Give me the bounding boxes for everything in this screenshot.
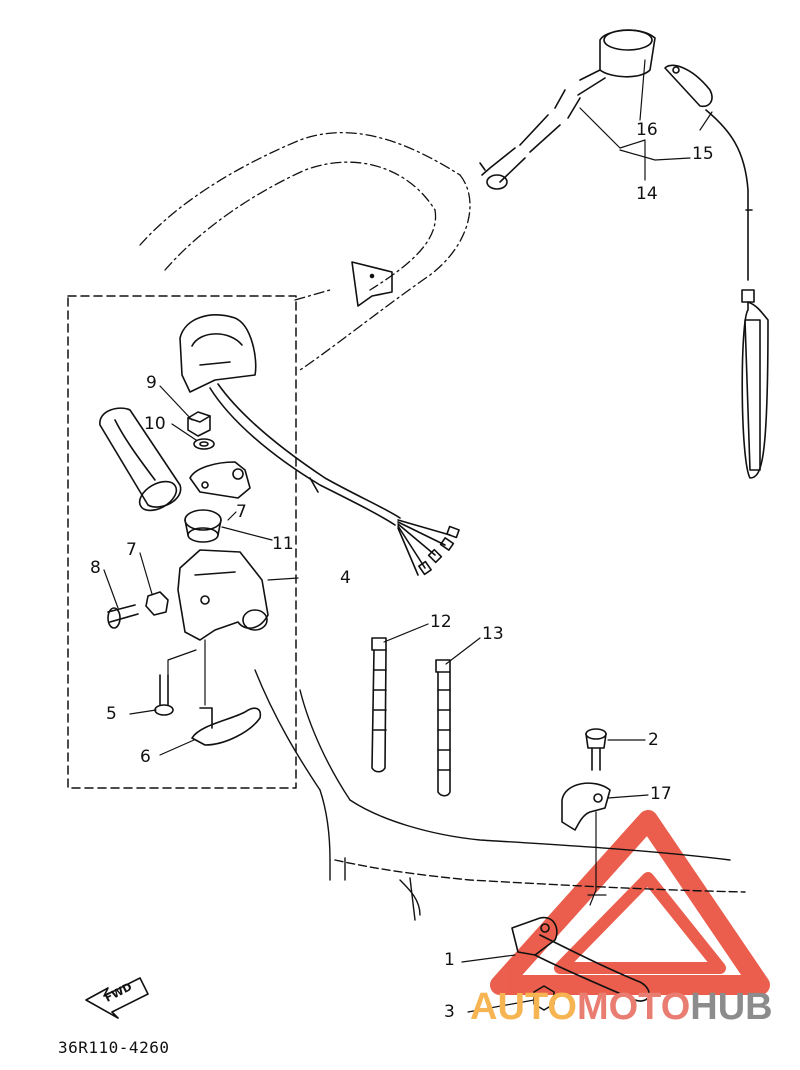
throttle-grip — [99, 407, 182, 512]
watermark-part-hub: HUB — [690, 986, 773, 1028]
callout-15: 15 — [692, 144, 714, 164]
watermark-part-moto: MOTO — [576, 986, 691, 1028]
callout-7b: 7 — [236, 502, 247, 522]
nut-part-7 — [145, 591, 169, 616]
watermark-wordmark: AUTOMOTOHUB — [470, 986, 773, 1029]
callout-7a: 7 — [126, 540, 137, 560]
mount-bracket-upper — [351, 261, 393, 307]
throttle-housing — [177, 549, 269, 641]
switch-housing — [179, 314, 257, 393]
callout-16: 16 — [636, 120, 658, 140]
cable-part-14 — [479, 89, 581, 190]
callout-3: 3 — [444, 1002, 455, 1022]
callout-4: 4 — [340, 568, 351, 588]
callout-1: 1 — [444, 950, 455, 970]
lever-part-1 — [511, 916, 650, 1002]
throttle-plate — [189, 461, 251, 499]
lanyard-part-15 — [664, 64, 769, 479]
handlebar-frame-upper — [139, 132, 471, 371]
callout-17: 17 — [650, 784, 672, 804]
lever-part-6 — [191, 707, 262, 746]
watermark-logo-triangle — [490, 810, 770, 995]
callout-6: 6 — [140, 747, 151, 767]
callout-11: 11 — [272, 534, 294, 554]
handlebar-frame-lower — [254, 669, 746, 921]
callout-2: 2 — [648, 730, 659, 750]
bushing-part-11 — [184, 509, 222, 543]
screw-part-5 — [154, 674, 174, 716]
callout-5: 5 — [106, 704, 117, 724]
callout-13: 13 — [482, 624, 504, 644]
callout-8: 8 — [90, 558, 101, 578]
wiring-harness — [209, 383, 460, 576]
bolt-part-8 — [107, 604, 139, 629]
leader-lines — [103, 59, 713, 1013]
assembly-box — [67, 295, 297, 789]
callout-9: 9 — [146, 373, 157, 393]
bolt-part-2 — [585, 728, 607, 771]
cable-tie-part-13 — [435, 659, 451, 797]
watermark-part-auto: AUTO — [470, 986, 577, 1028]
callout-14: 14 — [636, 184, 658, 204]
cable-tie-part-12 — [371, 637, 387, 773]
callout-10: 10 — [144, 414, 166, 434]
nut-part-9 — [187, 411, 211, 437]
clamp-part-17 — [561, 782, 611, 831]
kill-switch-part-16 — [577, 29, 656, 96]
drawing-code: 36R110-4260 — [58, 1038, 170, 1057]
callout-12: 12 — [430, 612, 452, 632]
fwd-arrow-icon — [85, 977, 149, 1019]
nut-part-3 — [533, 985, 555, 1011]
washer-part-10 — [193, 438, 215, 450]
